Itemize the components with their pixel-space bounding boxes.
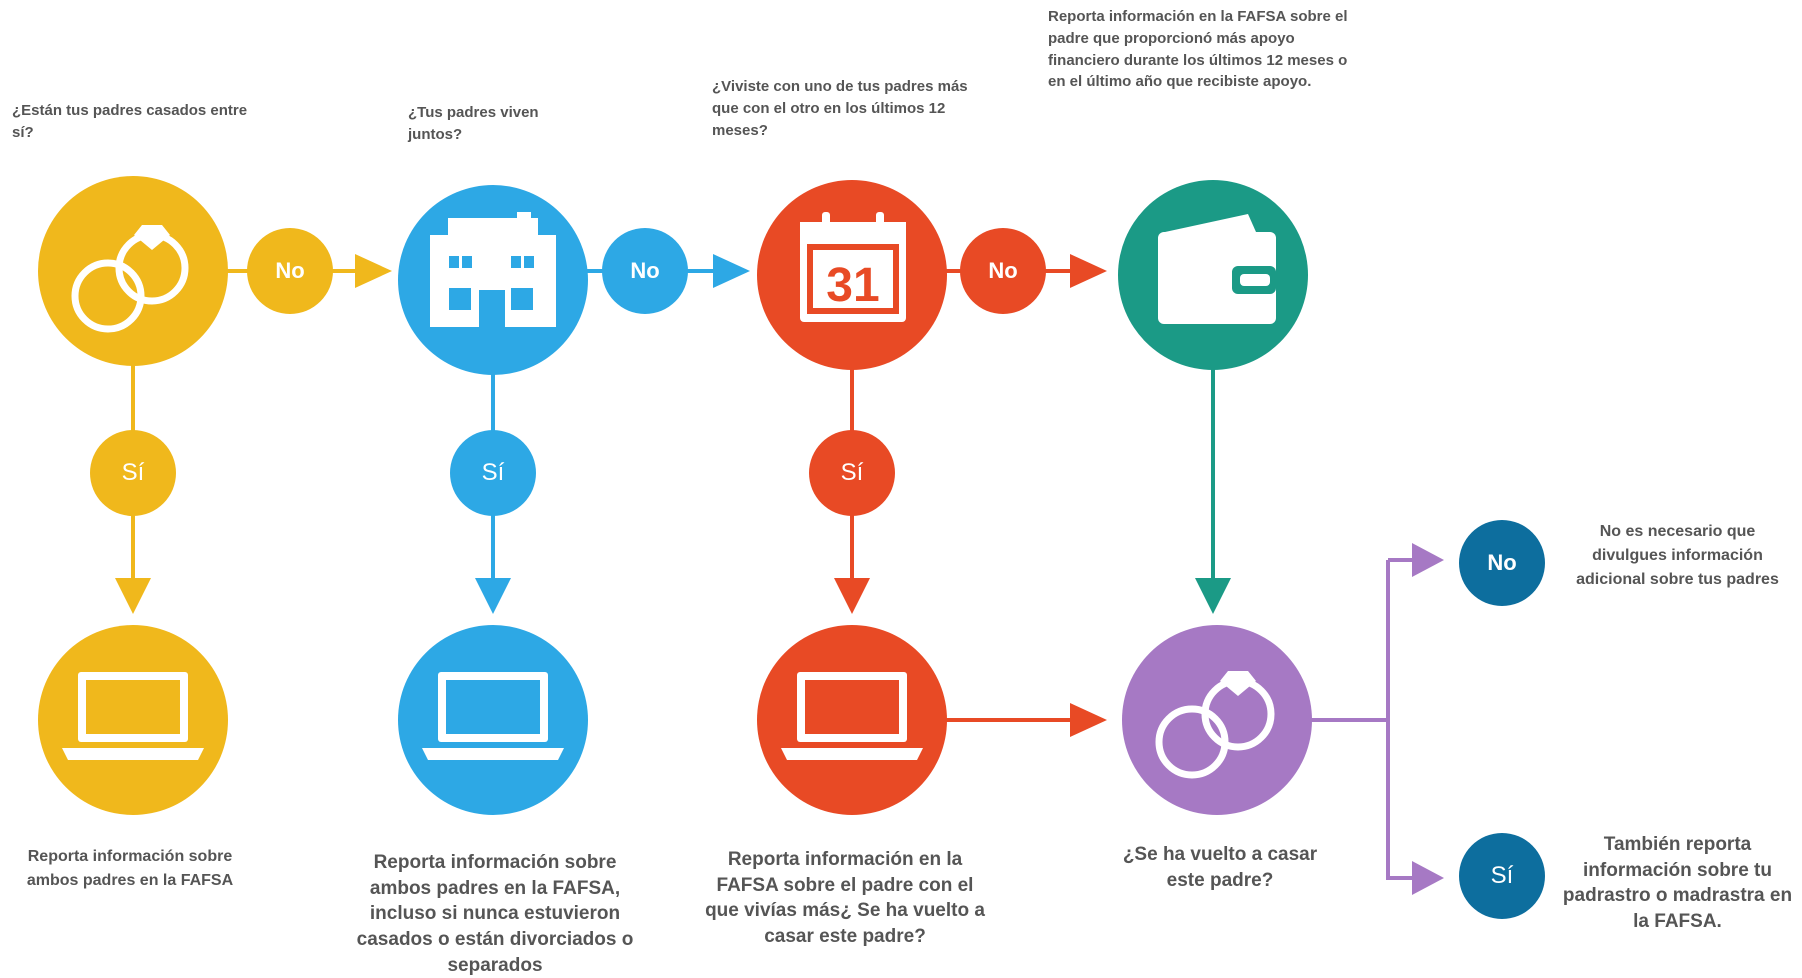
si-label: Sí [840, 459, 864, 486]
outcome-remarried-inline-question: ¿ Se ha vuelto a casar este padre? [764, 900, 985, 947]
question-parents-live-together: ¿Tus padres viven juntos? [408, 104, 539, 143]
instruction-parent-most-support: Reporta información en la FAFSA sobre el… [1048, 8, 1348, 91]
arrow-head [115, 578, 151, 614]
no-branch-1 [247, 228, 333, 314]
wallet-icon [1158, 214, 1276, 324]
arrow-head [1412, 543, 1444, 577]
si-branch-1 [90, 430, 176, 516]
outcome-parent-lived-with-text: Reporta información en la FAFSA sobre el… [705, 849, 974, 922]
wedding-rings-icon [71, 225, 189, 333]
question-lived-with-one-parent: ¿Viviste con uno de tus padres más que c… [712, 78, 968, 139]
wedding-rings-icon [1155, 671, 1275, 779]
arrow-head [1070, 254, 1107, 288]
no-label: No [1487, 550, 1517, 575]
question-parent-remarried: ¿Se ha vuelto a casar este padre? [1122, 844, 1318, 891]
arrow-head [475, 578, 511, 614]
question-parents-married: ¿Están tus padres casados entre sí? [12, 102, 248, 141]
arrow-head [834, 578, 870, 614]
arrow-head [355, 254, 392, 288]
final-si-circle [1459, 833, 1545, 919]
arrow-head [1195, 578, 1231, 614]
final-no-circle [1459, 520, 1545, 606]
si-branch-3 [809, 430, 895, 516]
si-label: Sí [1490, 862, 1514, 889]
no-label: No [630, 258, 660, 283]
laptop-icon [422, 672, 564, 760]
no-branch-2 [602, 228, 688, 314]
no-branch-3 [960, 228, 1046, 314]
si-label: Sí [121, 459, 145, 486]
laptop-icon [781, 672, 923, 760]
si-label: Sí [481, 459, 505, 486]
final-no-text: No es necesario que divulgues informació… [1576, 523, 1779, 588]
outcome-both-parents: Reporta información sobre ambos padres e… [26, 848, 234, 889]
arrowheads [115, 254, 1444, 895]
outcome-both-parents-even-if: Reporta información sobre ambos padres e… [356, 852, 634, 976]
calendar-icon: 31 [800, 212, 906, 322]
arrow-head [713, 254, 750, 288]
arrow-head [1070, 703, 1107, 737]
no-label: No [275, 258, 305, 283]
calendar-day: 31 [826, 259, 879, 312]
house-icon [430, 212, 556, 327]
final-si-text: También reporta información sobre tu pad… [1562, 834, 1793, 932]
arrow-head [1412, 861, 1444, 895]
outcome-parent-lived-with: Reporta información en la FAFSA sobre el… [700, 847, 990, 950]
si-branch-2 [450, 430, 536, 516]
no-label: No [988, 258, 1018, 283]
laptop-icon [62, 672, 204, 760]
